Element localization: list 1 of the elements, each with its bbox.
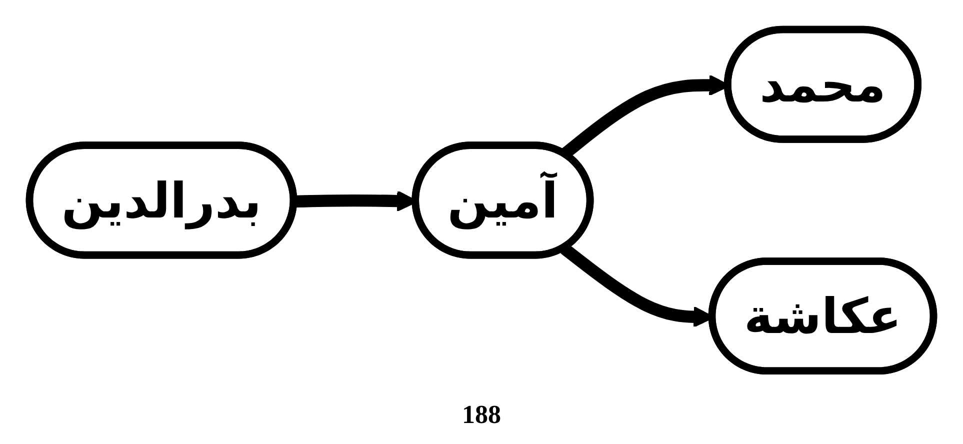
page-number: 188 bbox=[461, 400, 502, 430]
